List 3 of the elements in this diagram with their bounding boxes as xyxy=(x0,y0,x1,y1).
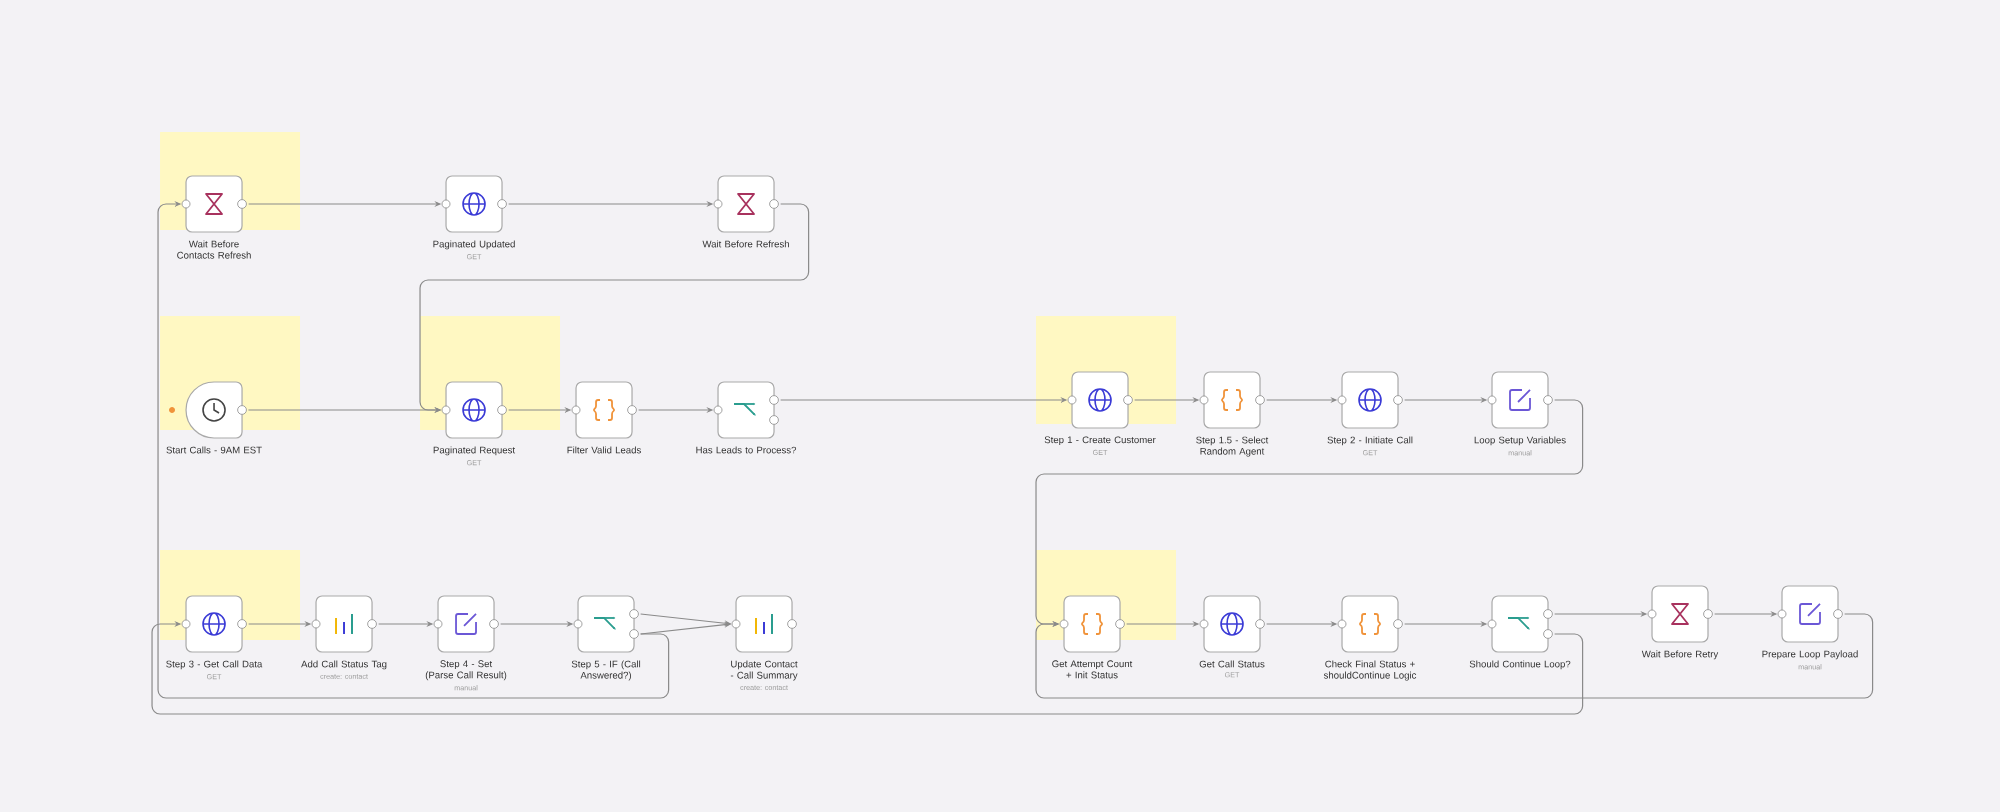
connector-arrow xyxy=(151,620,1584,715)
connector-arrow xyxy=(1035,613,1874,699)
connector-arrow xyxy=(157,200,670,699)
